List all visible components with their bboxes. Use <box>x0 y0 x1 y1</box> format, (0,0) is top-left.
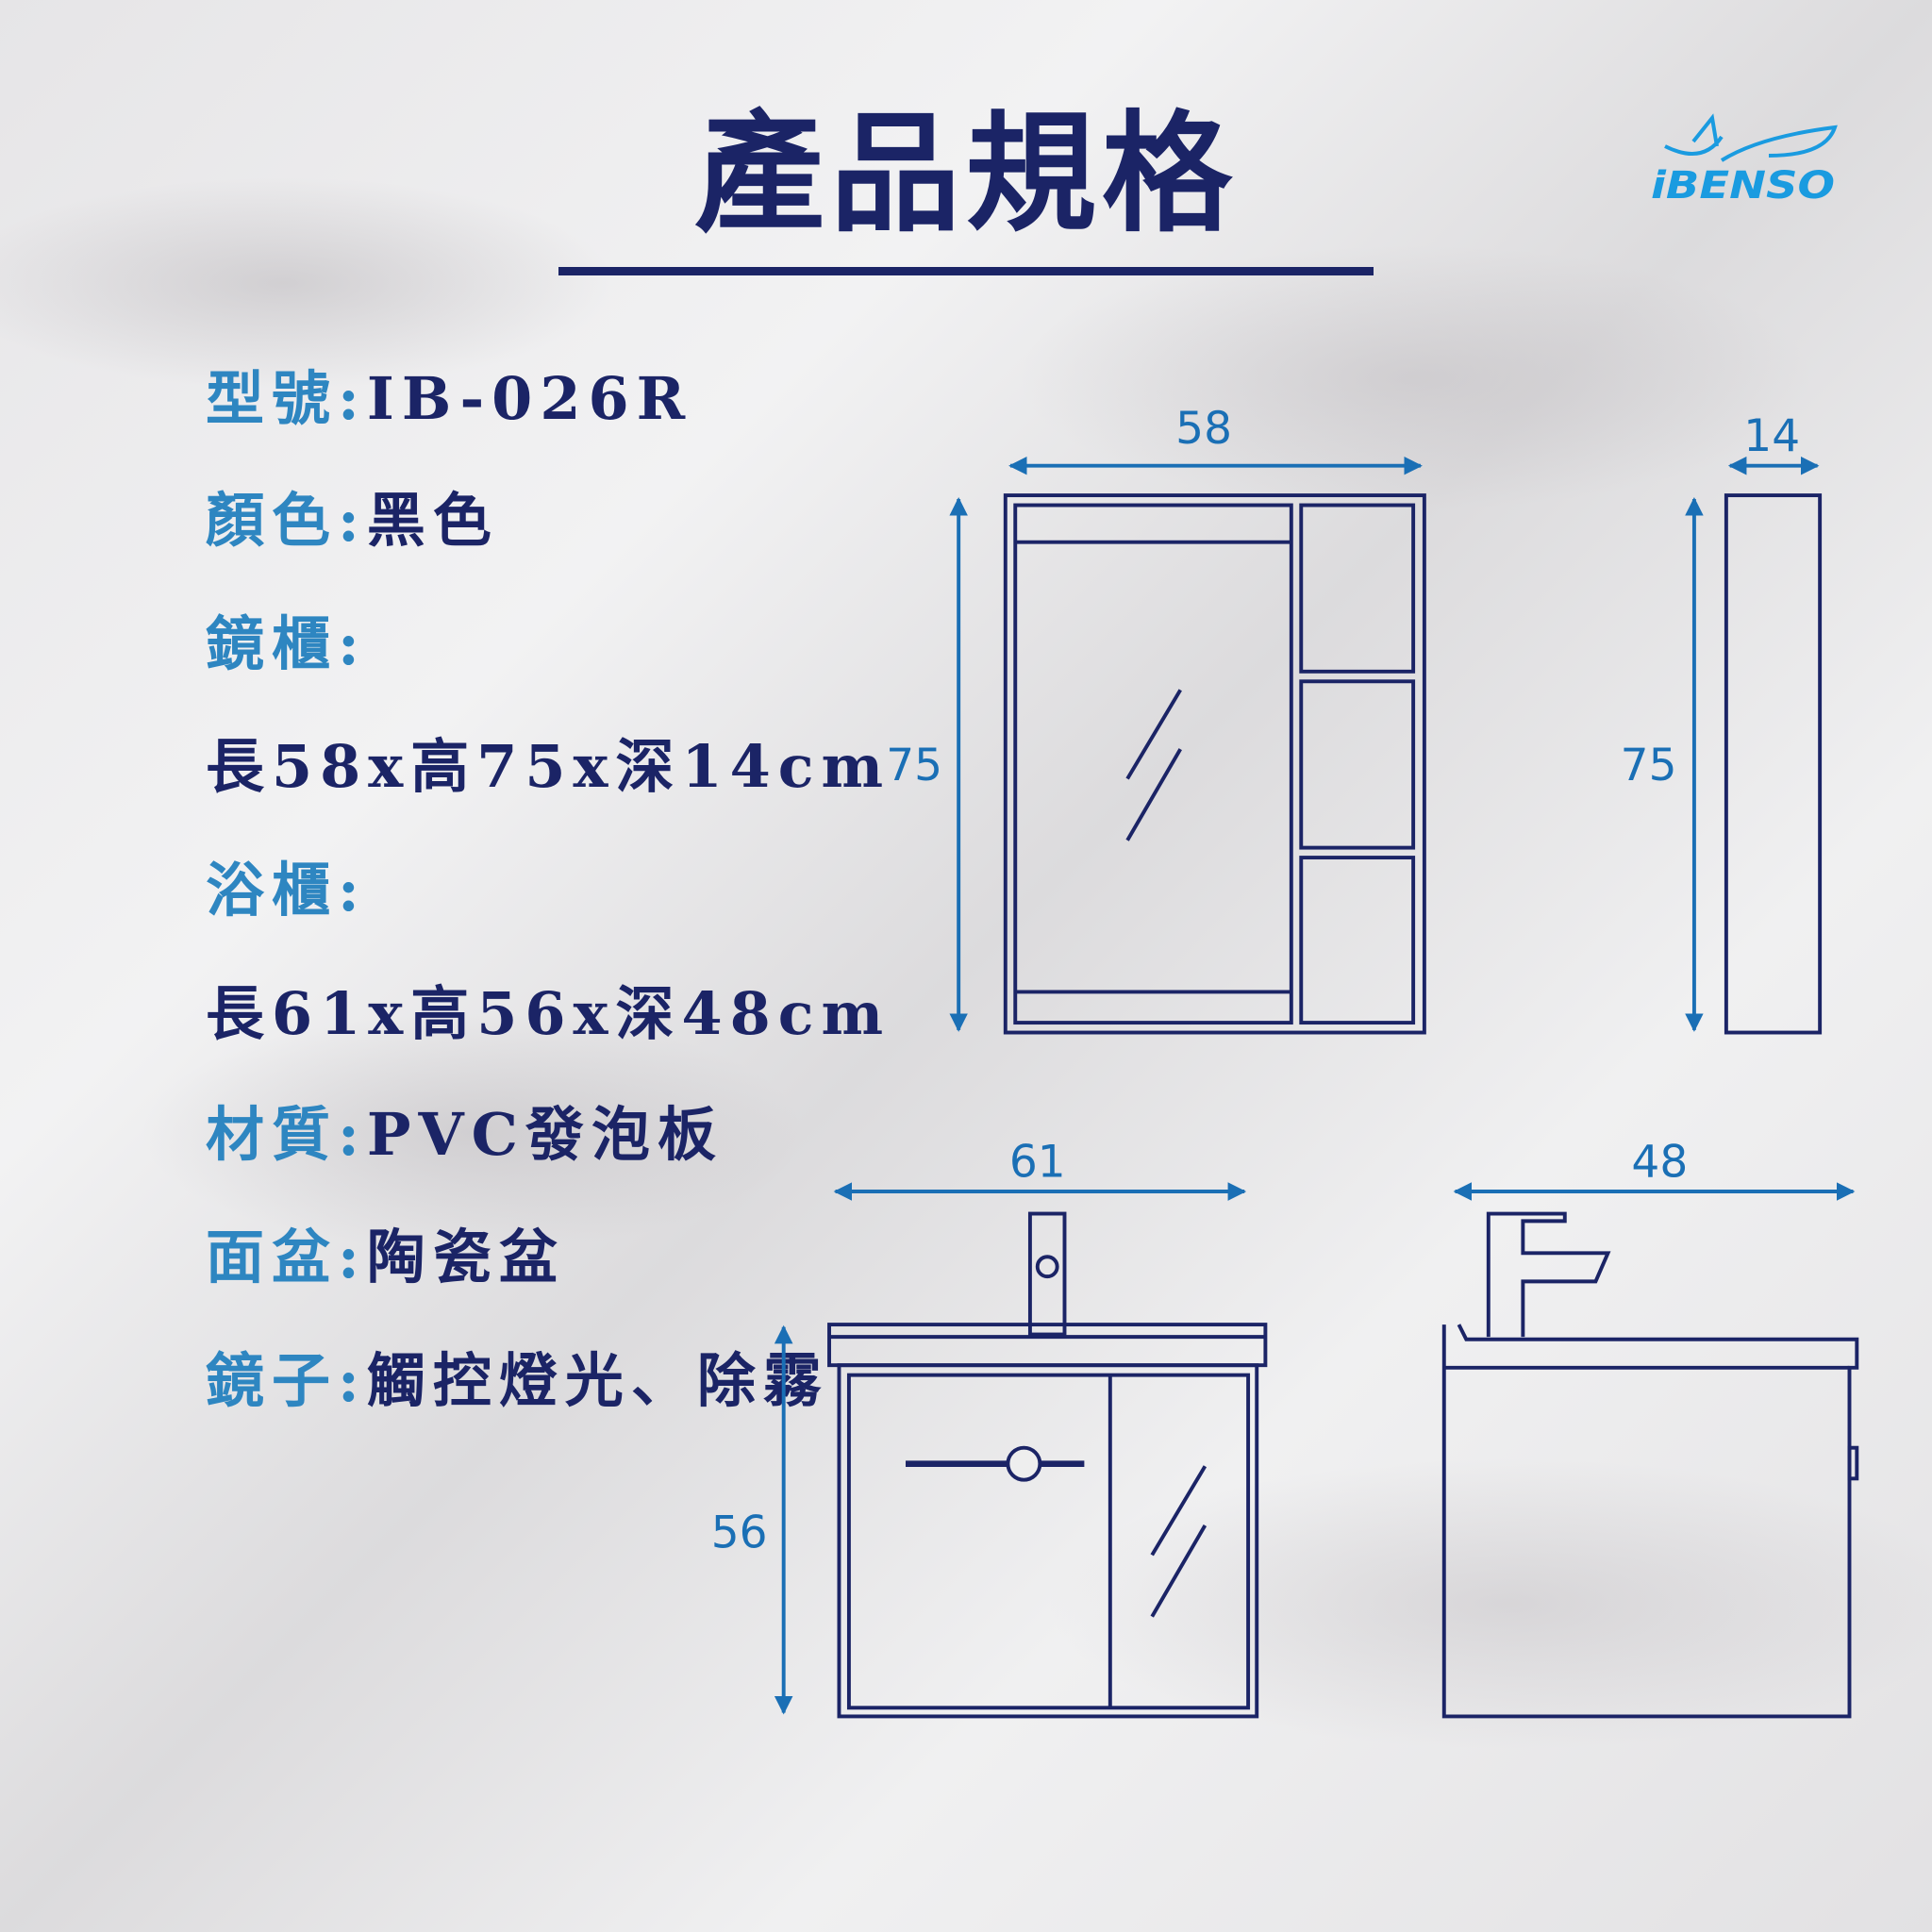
spec-value: 陶瓷盆 <box>366 1223 565 1291</box>
dimension-arrows <box>774 456 1856 1715</box>
page-title: 產品規格 <box>693 96 1238 250</box>
dim-mirror-height: 75 <box>886 740 942 791</box>
spec-label: 型號: <box>206 364 367 433</box>
dim-mirror-side-height: 75 <box>1621 740 1677 791</box>
spec-label: 面盆: <box>206 1223 367 1291</box>
spec-label: 顏色: <box>206 486 367 555</box>
dim-vanity-depth: 48 <box>1631 1136 1688 1188</box>
spec-material: 材質:PVC發泡板 <box>206 1106 724 1164</box>
spec-label: 材質: <box>206 1100 367 1169</box>
spec-value: 黑色 <box>366 486 499 555</box>
spec-basin: 面盆:陶瓷盆 <box>206 1228 565 1287</box>
mirror-cabinet-side <box>1724 493 1823 1035</box>
title-divider <box>558 267 1374 275</box>
spec-mirror-cabinet: 鏡櫃: <box>206 615 367 674</box>
spec-vanity-size: 長61x高56x深48cm <box>206 985 891 1043</box>
dim-vanity-height: 56 <box>711 1507 768 1558</box>
brand-name: iBENSO <box>1651 164 1835 203</box>
spec-label: 鏡子: <box>206 1346 367 1415</box>
dim-mirror-depth: 14 <box>1743 410 1800 462</box>
spec-label: 浴櫃: <box>206 856 367 924</box>
vanity-front <box>827 1211 1268 1719</box>
spec-mirror-size: 長58x高75x深14cm <box>206 738 891 796</box>
dim-vanity-width: 61 <box>1009 1136 1066 1188</box>
spec-label: 鏡櫃: <box>206 609 367 678</box>
spec-value: PVC發泡板 <box>366 1100 724 1169</box>
spec-color: 顏色:黑色 <box>206 491 499 550</box>
spec-vanity-cabinet: 浴櫃: <box>206 861 367 920</box>
spec-value: 長61x高56x深48cm <box>206 979 891 1048</box>
spec-value: IB-026R <box>366 364 693 433</box>
dim-mirror-width: 58 <box>1175 403 1232 455</box>
spec-mirror: 鏡子:觸控燈光、除霧 <box>206 1352 829 1410</box>
spec-value: 長58x高75x深14cm <box>206 732 891 801</box>
spec-model: 型號:IB-026R <box>206 370 692 428</box>
dolphin-icon <box>1664 113 1838 162</box>
mirror-cabinet-front <box>1003 493 1426 1035</box>
ibenso-logo: iBENSO <box>1651 113 1838 203</box>
spec-value: 觸控燈光、除霧 <box>366 1346 829 1415</box>
vanity-side <box>1441 1211 1859 1719</box>
